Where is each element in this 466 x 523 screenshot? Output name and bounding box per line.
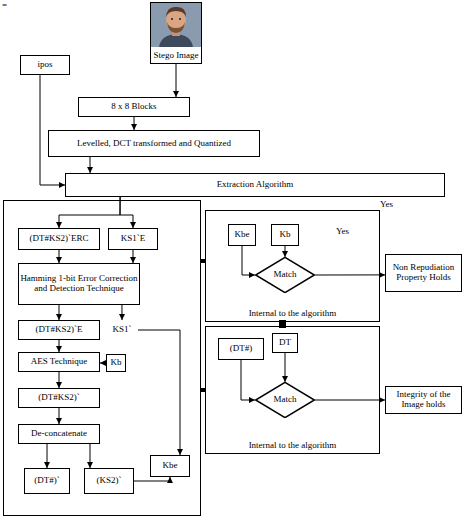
node-text: (DT#KS2)`E	[36, 325, 83, 335]
node-text: (DT#)	[230, 344, 253, 354]
node-text: 8 x 8 Blocks	[111, 102, 156, 112]
process-box: Extraction Algorithm	[65, 173, 445, 197]
photo-hair	[166, 7, 186, 17]
node-text: Stego Image	[153, 51, 198, 61]
arrow-connector	[176, 64, 177, 97]
data-box: (DT#)`	[24, 468, 70, 494]
node-text: Match	[274, 270, 297, 280]
data-box: DT	[272, 333, 298, 353]
photo-background	[151, 3, 201, 47]
node-text: AES Technique	[31, 357, 87, 367]
note-label: Yes	[336, 226, 349, 236]
arrow-connector	[134, 117, 135, 130]
node-text: Levelled, DCT transformed and Quantized	[77, 139, 231, 149]
key-box: Kbe	[150, 455, 190, 477]
group-box: Internal to the algorithm (DT#) DT Match	[205, 326, 380, 454]
node-text: KS1`	[112, 325, 131, 335]
note-label: =	[2, 0, 7, 10]
diamond-shape	[256, 257, 315, 292]
result-box: Integrity of the Image holds	[385, 386, 462, 414]
node-text: Match	[274, 395, 297, 405]
group-box: Internal to the algorithm Kbe KbMatch	[205, 210, 380, 322]
node-text: ipos	[37, 60, 52, 70]
photo-eye	[179, 18, 181, 20]
data-box: (KS2)`	[84, 468, 134, 494]
arrow-connector	[89, 157, 90, 173]
input-box: ipos	[20, 55, 70, 75]
node-text: Integrity of the Image holds	[386, 390, 461, 410]
node-text: (KS2)`	[97, 476, 122, 486]
node-text: Internal to the algorithm	[249, 441, 337, 451]
node-text: Hamming 1-bit Error Correction and Detec…	[19, 274, 139, 294]
photo-beard	[167, 22, 185, 33]
data-box: (DT#KS2)`	[18, 388, 100, 408]
node-text: (DT#KS2)`ERC	[30, 234, 89, 244]
node-text: Kbe	[235, 230, 250, 240]
node-text: Kb	[280, 230, 291, 240]
data-text: KS1`	[106, 320, 138, 340]
decision-diamond: Match	[255, 257, 315, 293]
key-box: Kb	[106, 354, 126, 372]
diamond-shape	[256, 382, 315, 417]
result-box: Non Repudiation Property Holds	[385, 254, 462, 292]
process-box: AES Technique	[18, 352, 100, 372]
data-box: (DT#)	[218, 338, 264, 360]
data-box: (DT#KS2)`E	[18, 320, 100, 340]
process-box: De-concatenate	[18, 424, 100, 444]
key-box: Kb	[271, 224, 299, 246]
key-box: Kbe	[228, 224, 256, 246]
decision-diamond: Match	[255, 382, 315, 418]
photo-eye	[171, 18, 173, 20]
node-text: KS1`E	[121, 234, 146, 244]
data-box: KS1`E	[108, 228, 158, 250]
node-text: Kb	[111, 358, 122, 368]
node-text: Non Repudiation Property Holds	[386, 263, 461, 283]
node-text: Kbe	[163, 461, 178, 471]
stego-photo	[151, 3, 201, 47]
node-text: Internal to the algorithm	[249, 309, 337, 319]
process-box: 8 x 8 Blocks	[78, 97, 190, 117]
process-box: Hamming 1-bit Error Correction and Detec…	[18, 263, 140, 305]
node-text: (DT#)`	[34, 476, 60, 486]
node-text: (DT#KS2)`	[38, 393, 80, 403]
data-box: (DT#KS2)`ERC	[18, 228, 100, 250]
process-box: Levelled, DCT transformed and Quantized	[48, 130, 260, 157]
node-text: DT	[279, 338, 291, 348]
note-label: Yes	[380, 199, 393, 209]
node-text: Extraction Algorithm	[217, 180, 294, 190]
group-box: (DT#KS2)`ERC KS1`E Hamming 1-bit Error Cor…	[3, 200, 201, 516]
node-text: De-concatenate	[31, 429, 87, 439]
